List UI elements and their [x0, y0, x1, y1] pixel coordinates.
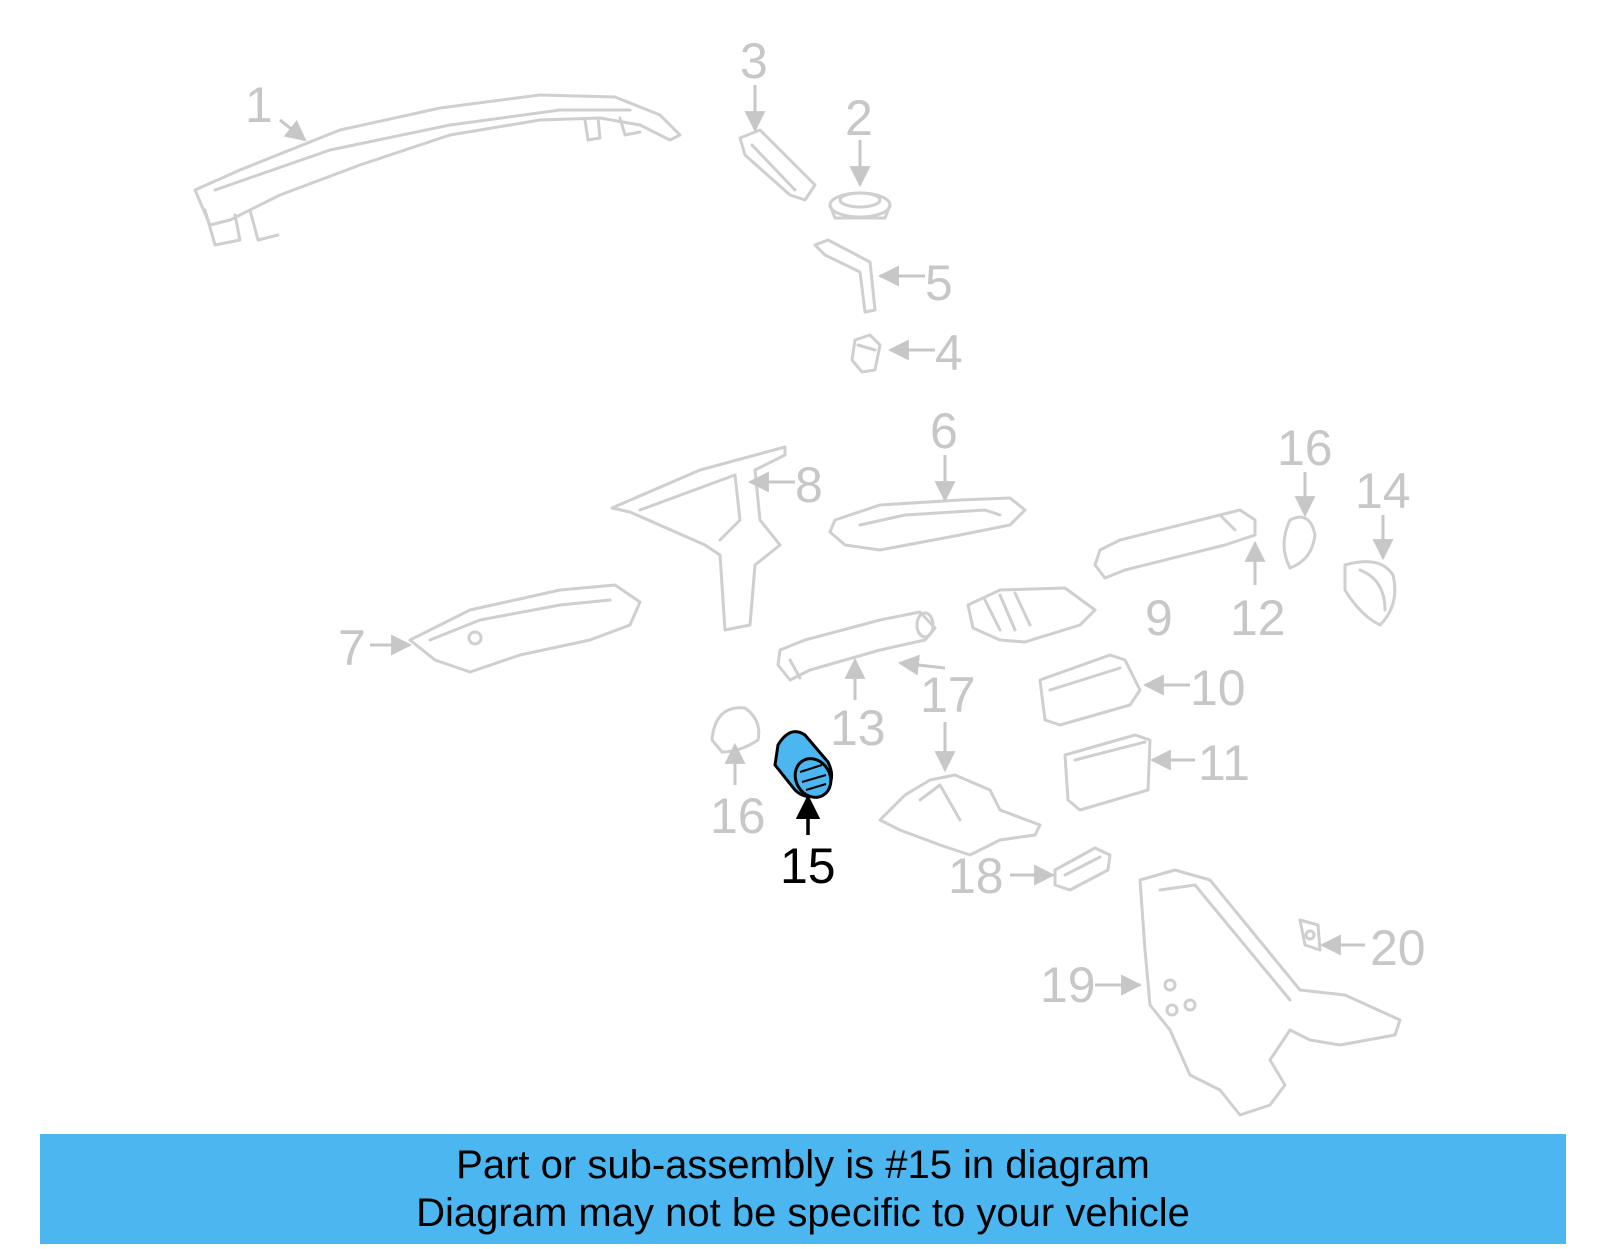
part-3-bracket[interactable]	[738, 128, 817, 202]
callout-11: 11	[1198, 735, 1250, 791]
callout-19: 19	[1040, 957, 1096, 1013]
part-13-duct[interactable]	[776, 610, 937, 682]
callout-9: 9	[1145, 590, 1173, 646]
callout-16-right: 16	[1277, 420, 1333, 476]
callout-20: 20	[1370, 920, 1426, 976]
callout-15-highlighted: 15	[780, 838, 836, 894]
callout-8: 8	[795, 457, 823, 513]
part-15-highlighted-vent[interactable]	[773, 730, 838, 804]
callout-arrows	[279, 85, 1394, 996]
part-11-box[interactable]	[1063, 733, 1152, 812]
part-6-duct[interactable]	[828, 496, 1027, 552]
callout-16-left: 16	[710, 788, 766, 844]
banner-line-disclaimer: Diagram may not be specific to your vehi…	[416, 1191, 1190, 1235]
callout-3: 3	[740, 33, 768, 89]
callout-6: 6	[930, 403, 958, 459]
part-14-vent[interactable]	[1343, 560, 1397, 627]
callout-5: 5	[925, 255, 953, 311]
part-12-duct[interactable]	[1093, 508, 1257, 580]
callout-10: 10	[1190, 660, 1246, 716]
callout-4: 4	[935, 325, 963, 381]
callout-12: 12	[1230, 590, 1286, 646]
part-2-grommet[interactable]	[828, 191, 892, 220]
callout-2: 2	[845, 90, 873, 146]
part-7-duct[interactable]	[408, 583, 642, 674]
part-17-housing[interactable]	[878, 773, 1042, 857]
callout-17: 17	[920, 667, 976, 723]
info-banner: Part or sub-assembly is #15 in diagram D…	[40, 1134, 1566, 1244]
callout-1: 1	[245, 77, 273, 133]
banner-line-part: Part or sub-assembly is #15 in diagram	[456, 1143, 1150, 1187]
part-4-clip[interactable]	[850, 333, 882, 374]
part-19-floor-duct[interactable]	[1138, 868, 1402, 1117]
part-10-panel[interactable]	[1038, 653, 1142, 727]
callout-13: 13	[830, 700, 886, 756]
part-16-cap-right[interactable]	[1282, 515, 1317, 570]
callout-14: 14	[1355, 463, 1411, 519]
part-18-clip[interactable]	[1053, 846, 1112, 892]
callout-7: 7	[338, 620, 366, 676]
part-9-vent[interactable]	[966, 586, 1097, 644]
part-1-upper-duct[interactable]	[193, 93, 682, 247]
part-5-tube[interactable]	[813, 238, 877, 314]
part-8-duct[interactable]	[610, 445, 787, 632]
callout-18: 18	[948, 848, 1004, 904]
parts-diagram: 1 3 2 5 4 6 8 16 14 7 9 12 10 17 13 11 1…	[193, 33, 1426, 1117]
part-20-clip[interactable]	[1298, 918, 1322, 952]
